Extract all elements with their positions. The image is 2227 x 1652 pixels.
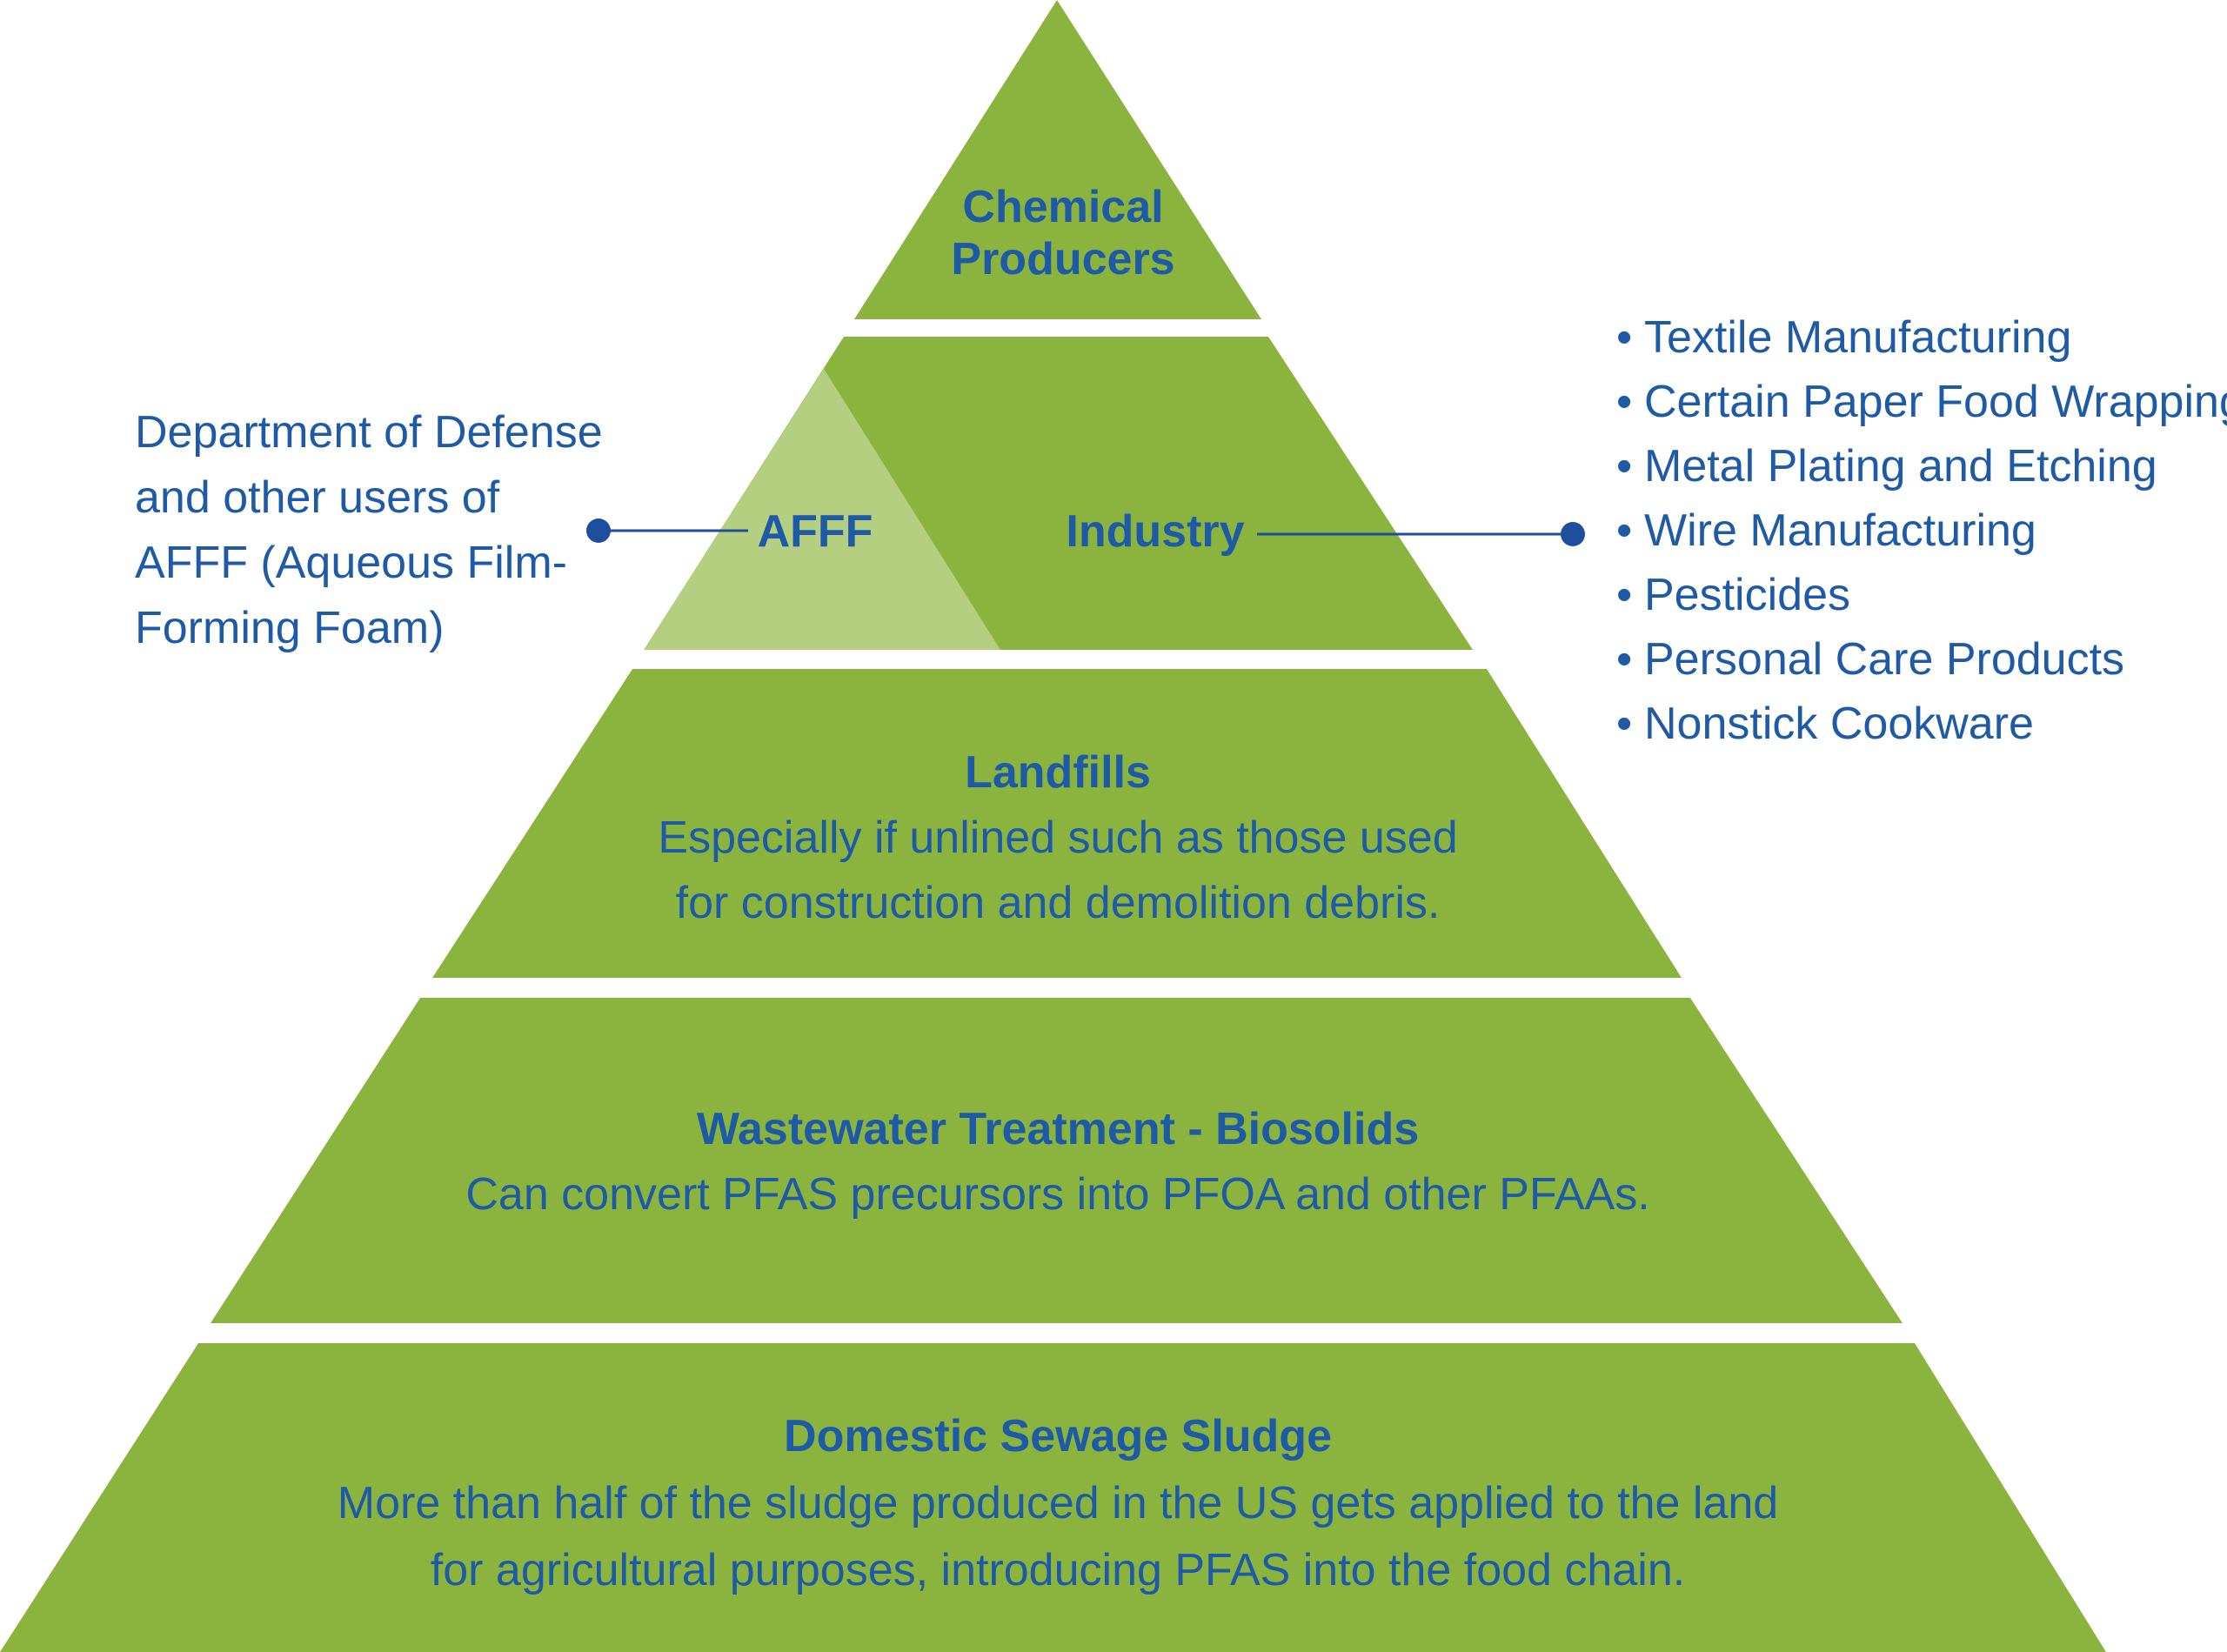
wastewater-title: Wastewater Treatment - Biosolids bbox=[697, 1104, 1419, 1154]
tier-landfills bbox=[432, 669, 1682, 978]
tier-domestic-sewage bbox=[0, 1343, 2106, 1652]
industry-list-bullet: • bbox=[1616, 505, 1632, 556]
chemical-producers-line-2: Producers bbox=[951, 234, 1174, 284]
industry-list-bullet: • bbox=[1616, 377, 1632, 427]
sewage-desc-line-2: for agricultural purposes, introducing P… bbox=[431, 1545, 1685, 1595]
industry-list-bullet: • bbox=[1616, 699, 1632, 749]
tier-afff bbox=[644, 369, 1000, 650]
industry-list: •Textile Manufacturing•Certain Paper Foo… bbox=[1616, 312, 2227, 749]
industry-list-item: Pesticides bbox=[1644, 570, 1850, 620]
wastewater-desc-line-1: Can convert PFAS precursors into PFOA an… bbox=[465, 1169, 1649, 1220]
industry-list-item: Metal Plating and Etching bbox=[1644, 441, 2157, 492]
left-callout-line-1: Department of Defense bbox=[135, 407, 603, 458]
sewage-title: Domestic Sewage Sludge bbox=[784, 1411, 1332, 1461]
left-callout: Department of Defense and other users of… bbox=[135, 407, 603, 653]
industry-list-bullet: • bbox=[1616, 634, 1632, 685]
industry-connector-dot bbox=[1561, 522, 1585, 546]
left-callout-line-4: Forming Foam) bbox=[135, 603, 444, 653]
chemical-producers-line-1: Chemical bbox=[962, 182, 1163, 232]
industry-list-item: Personal Care Products bbox=[1644, 634, 2124, 685]
afff-label: AFFF bbox=[758, 506, 873, 557]
left-callout-line-3: AFFF (Aqueous Film- bbox=[135, 538, 567, 588]
industry-label: Industry bbox=[1066, 506, 1244, 557]
industry-list-item: Nonstick Cookware bbox=[1644, 699, 2034, 749]
industry-list-bullet: • bbox=[1616, 312, 1632, 363]
landfills-title: Landfills bbox=[965, 747, 1151, 798]
industry-list-item: Textile Manufacturing bbox=[1644, 312, 2071, 363]
tier-chemical-producers bbox=[854, 0, 1261, 319]
landfills-desc-line-1: Especially if unlined such as those used bbox=[658, 813, 1457, 863]
landfills-desc-line-2: for construction and demolition debris. bbox=[676, 878, 1441, 928]
industry-list-item: Certain Paper Food Wrapping bbox=[1644, 377, 2227, 427]
industry-list-bullet: • bbox=[1616, 441, 1632, 492]
afff-connector-dot bbox=[586, 518, 611, 543]
industry-list-item: Wire Manufacturing bbox=[1644, 505, 2036, 556]
industry-list-bullet: • bbox=[1616, 570, 1632, 620]
left-callout-line-2: and other users of bbox=[135, 472, 500, 523]
tier-wastewater bbox=[211, 998, 1903, 1323]
sewage-desc-line-1: More than half of the sludge produced in… bbox=[338, 1478, 1778, 1528]
